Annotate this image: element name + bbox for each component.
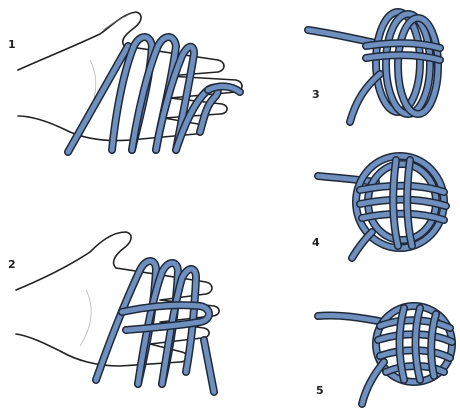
step-1-illustration (18, 12, 242, 152)
step-5-rope (318, 306, 452, 404)
step-3-label: 3 (312, 88, 320, 101)
step-2-illustration (16, 232, 219, 392)
step-3-rope (308, 12, 440, 122)
step-5-illustration (318, 306, 452, 404)
step-1-hand (18, 12, 242, 141)
step-4-label: 4 (312, 236, 320, 249)
step-4-illustration (318, 156, 446, 258)
step-5-label: 5 (316, 384, 324, 397)
step-1-label: 1 (8, 38, 16, 51)
step-3-illustration (308, 12, 440, 122)
step-2-label: 2 (8, 258, 16, 271)
step-4-rope (318, 156, 446, 258)
